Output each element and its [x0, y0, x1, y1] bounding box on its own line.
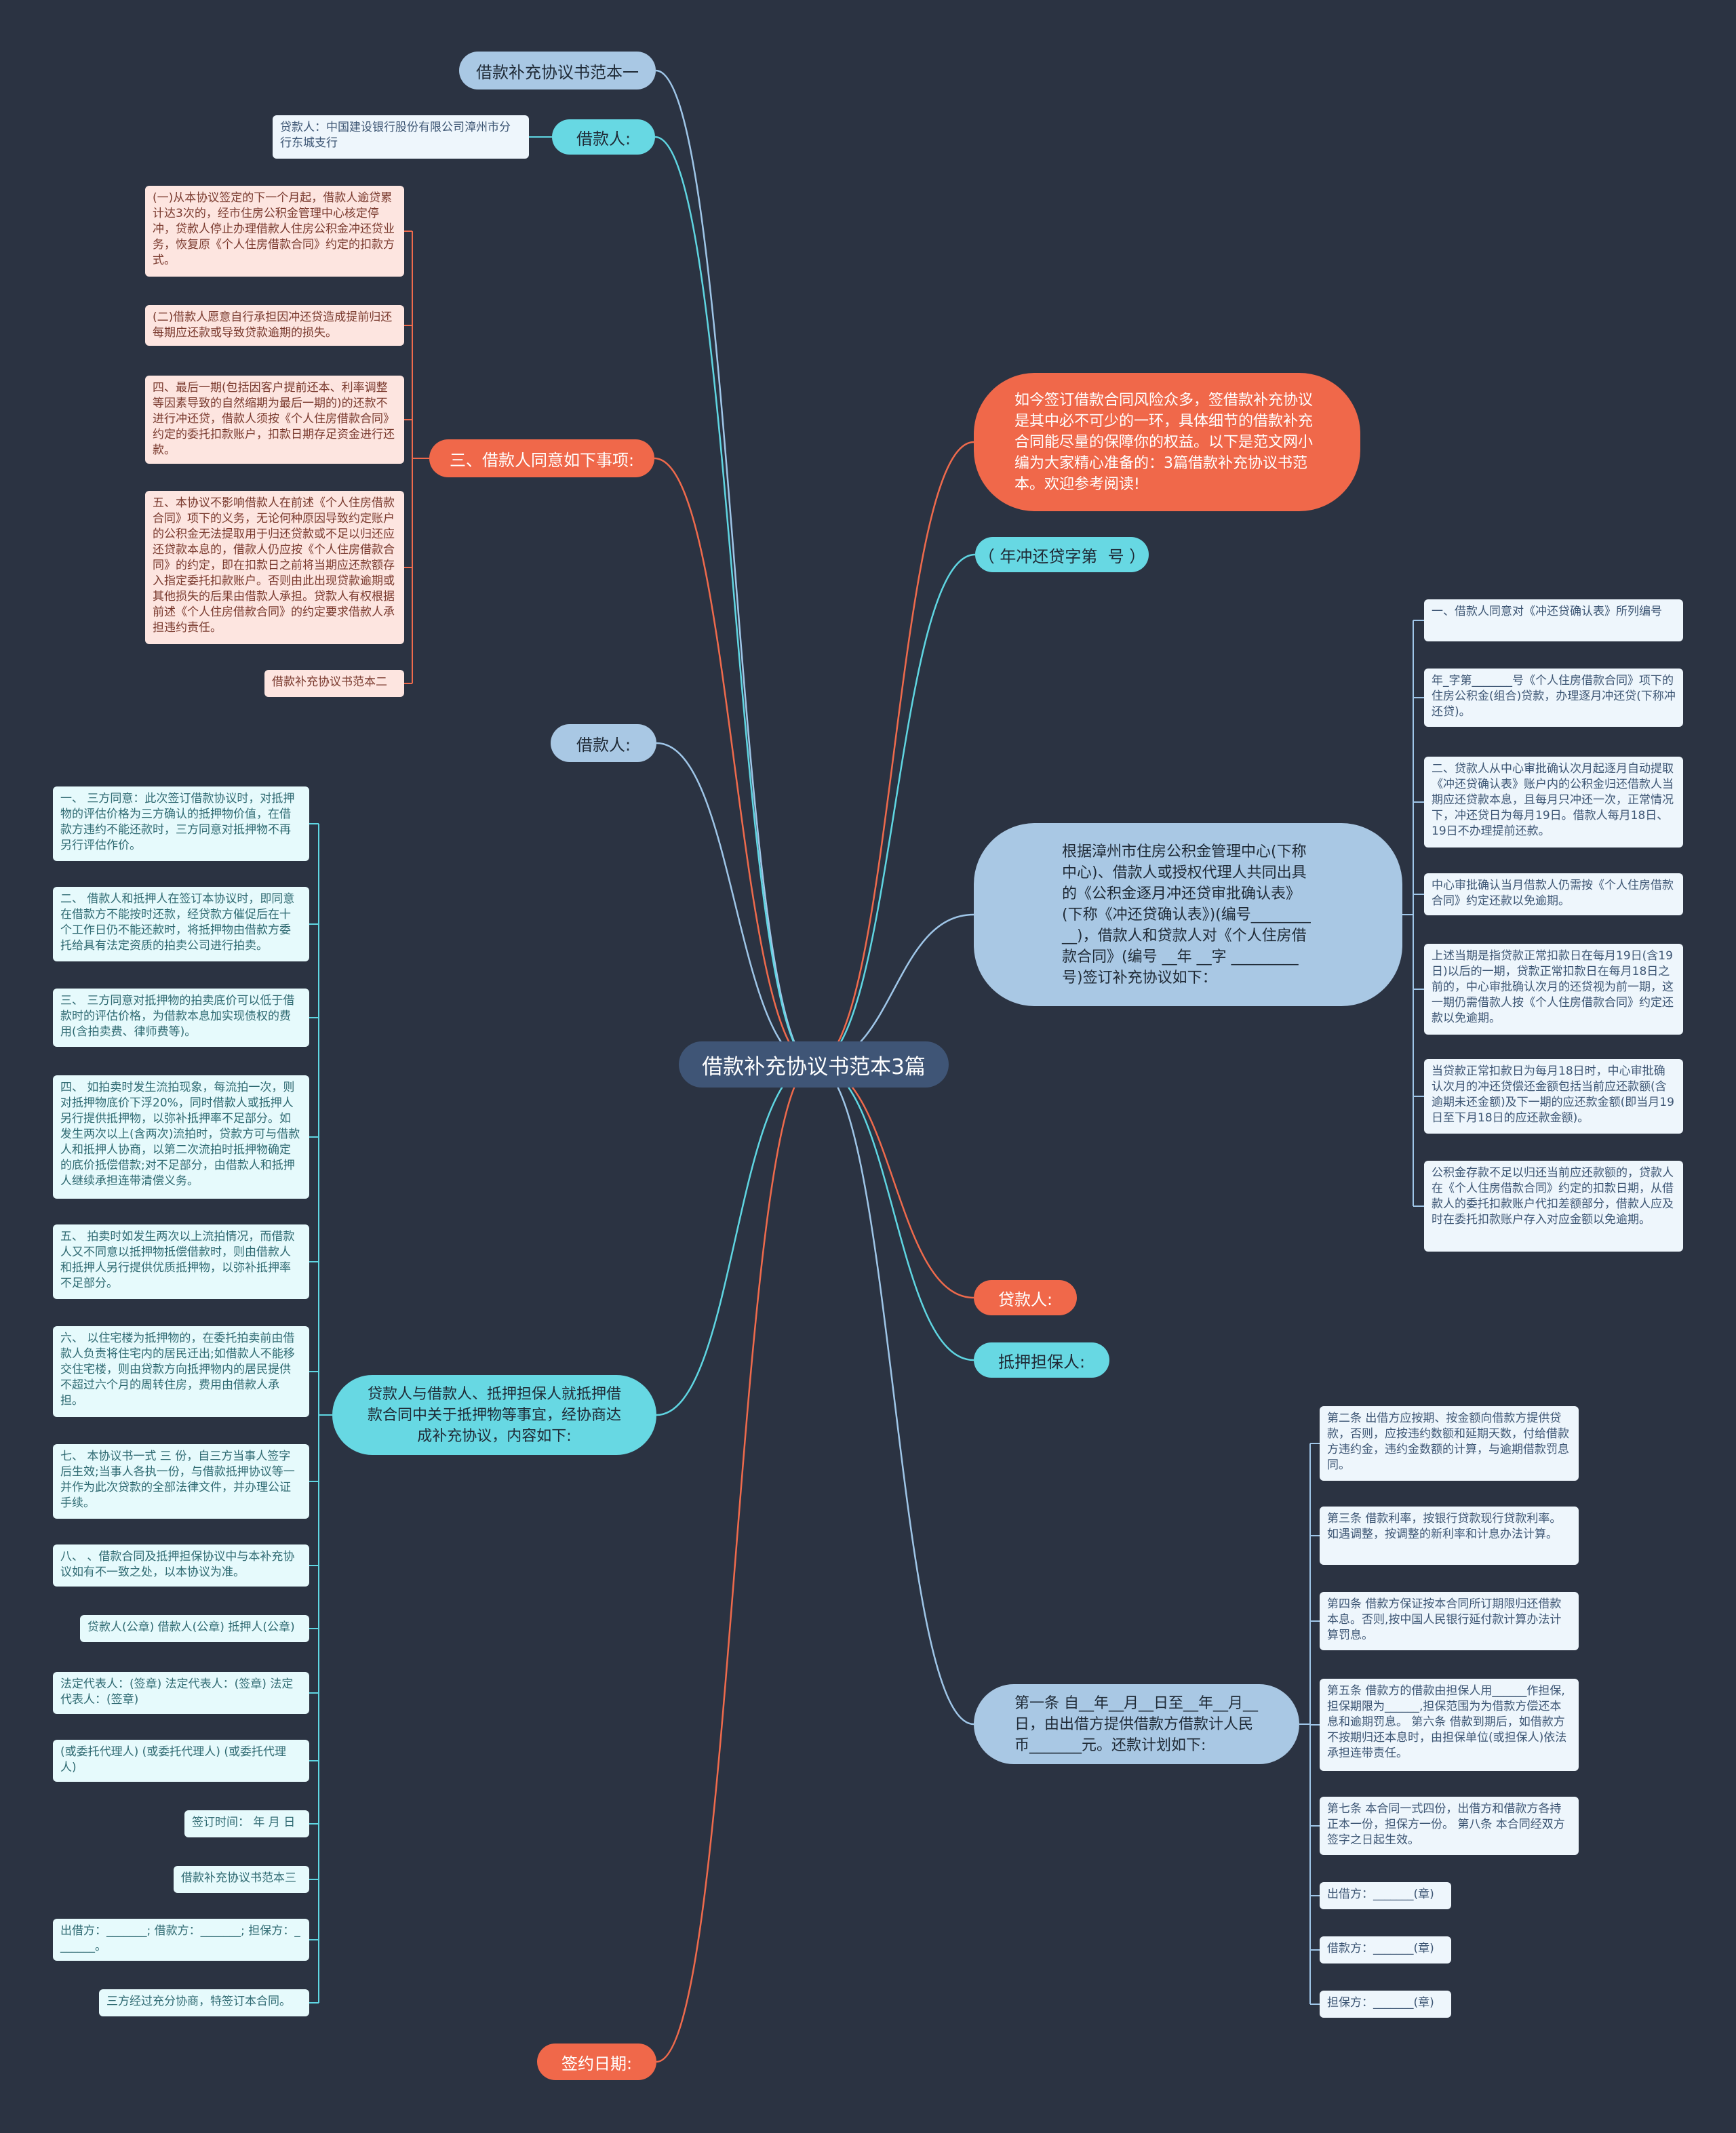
note-mortgage-11: (或委托代理人) (或委托代理人) (或委托代理人) — [53, 1740, 309, 1782]
link-lender — [813, 1063, 974, 1299]
note-mortgage-8: 八、 、借款合同及抵押担保协议中与本补充协议如有不一致之处，以本协议为准。 — [53, 1544, 309, 1587]
note-article-7: 借款方：_______(章) — [1320, 1936, 1451, 1963]
note-basis-3: 二、贷款人从中心审批确认次月起逐月自动提取《冲还贷确认表》账户内的公积金归还借款… — [1424, 757, 1683, 848]
central-topic[interactable]: 借款补充协议书范本3篇 — [679, 1041, 949, 1088]
link-intro — [813, 441, 974, 1066]
note-lender-bank: 贷款人：中国建设银行股份有限公司漳州市分行东城支行 — [273, 115, 529, 159]
note-orange-1: (一)从本协议签定的下一个月起，借款人逾贷累计达3次的，经市住房公积金管理中心核… — [145, 186, 404, 277]
link-borrower-2 — [656, 742, 814, 1066]
note-article-8: 担保方：_______(章) — [1320, 1991, 1451, 2018]
link-borrower-agrees — [654, 457, 814, 1066]
note-orange-5: 借款补充协议书范本二 — [264, 670, 404, 697]
note-article-6: 出借方：_______(章) — [1320, 1882, 1451, 1909]
branch-article-one[interactable]: 第一条 自__年__月__日至__年__月__日，由出借方提供借款方借款计人民币… — [974, 1684, 1299, 1764]
note-mortgage-12: 签订时间： 年 月 日 — [184, 1810, 309, 1837]
note-mortgage-9: 贷款人(公章) 借款人(公章) 抵押人(公章) — [80, 1615, 309, 1642]
note-basis-4: 中心审批确认当月借款人仍需按《个人住房借款合同》约定还款以免逾期。 — [1424, 873, 1683, 915]
link-article-one — [813, 1063, 974, 1726]
note-article-1: 第二条 出借方应按期、按金额向借款方提供贷款，否则，应按违约数额和延期天数，付给… — [1320, 1406, 1579, 1481]
note-mortgage-15: 三方经过充分协商，特签订本合同。 — [99, 1989, 309, 2016]
note-orange-2: (二)借款人愿意自行承担因冲还贷造成提前归还每期应还款或导致贷款逾期的损失。 — [145, 305, 404, 346]
note-mortgage-4: 四、 如拍卖时发生流拍现象，每流拍一次，则对抵押物底价下浮20%，同时借款人或抵… — [53, 1075, 309, 1199]
note-mortgage-3: 三、 三方同意对抵押物的拍卖底价可以低于借款时的评估价格，为借款本息加实现债权的… — [53, 989, 309, 1047]
note-mortgage-14: 出借方：_______; 借款方：_______; 担保方：_______。 — [53, 1919, 309, 1961]
note-mortgage-7: 七、 本协议书一式 三 份，自三方当事人签字后生效;当事人各执一份，与借款抵押协… — [53, 1444, 309, 1519]
link-repayment-no — [813, 553, 976, 1066]
note-mortgage-6: 六、 以住宅楼为抵押物的，在委托拍卖前由借款人负责将住宅内的居民迁出;如借款人不… — [53, 1326, 309, 1417]
branch-repayment-no[interactable]: （ 年冲还贷字第 号 ） — [975, 537, 1149, 572]
link-signing-date — [656, 1063, 814, 2063]
note-orange-3: 四、最后一期(包括因客户提前还本、利率调整等因素导致的自然缩期为最后一期的)的还… — [145, 376, 404, 464]
note-basis-5: 上述当期是指贷款正常扣款日在每月19日(含19日)以后的一期，贷款正常扣款日在每… — [1424, 944, 1683, 1035]
branch-basis[interactable]: 根据漳州市住房公积金管理中心(下称中心)、借款人或授权代理人共同出具的《公积金逐… — [974, 823, 1402, 1006]
note-basis-1: 一、借款人同意对《冲还贷确认表》所列编号 — [1424, 599, 1683, 641]
branch-guarantor[interactable]: 抵押担保人: — [974, 1342, 1109, 1378]
branch-borrower-1[interactable]: 借款人: — [552, 119, 655, 155]
branch-borrower-2[interactable]: 借款人: — [551, 724, 656, 762]
note-mortgage-10: 法定代表人：(签章) 法定代表人：(签章) 法定代表人：(签章) — [53, 1672, 309, 1714]
branch-borrower-agrees[interactable]: 三、借款人同意如下事项: — [429, 439, 654, 477]
link-guarantor — [813, 1063, 974, 1361]
note-mortgage-1: 一、 三方同意：此次签订借款协议时，对抵押物的评估价格为三方确认的抵押物价值，在… — [53, 786, 309, 861]
note-article-4: 第五条 借款方的借款由担保人用______作担保,担保期限为______,担保范… — [1320, 1679, 1579, 1771]
link-mortgage — [656, 1063, 814, 1416]
note-basis-6: 当贷款正常扣款日为每月18日时，中心审批确认次月的冲还贷偿还金额包括当前应还款额… — [1424, 1059, 1683, 1134]
note-mortgage-5: 五、 拍卖时如发生两次以上流拍情况，而借款人又不同意以抵押物抵偿借款时，则由借款… — [53, 1224, 309, 1299]
note-article-2: 第三条 借款利率，按银行贷款现行贷款利率。如遇调整，按调整的新利率和计息办法计算… — [1320, 1507, 1579, 1565]
link-borrower-1 — [654, 136, 814, 1066]
branch-intro[interactable]: 如今签订借款合同风险众多，签借款补充协议是其中必不可少的一环，具体细节的借款补充… — [974, 373, 1360, 511]
note-basis-7: 公积金存款不足以归还当前应还款额的，贷款人在《个人住房借款合同》约定的扣款日期，… — [1424, 1161, 1683, 1252]
note-basis-2: 年_字第_______号《个人住房借款合同》项下的住房公积金(组合)贷款，办理逐… — [1424, 669, 1683, 727]
note-article-3: 第四条 借款方保证按本合同所订期限归还借款本息。否则,按中国人民银行延付款计算办… — [1320, 1592, 1579, 1650]
branch-mortgage-agreement[interactable]: 贷款人与借款人、抵押担保人就抵押借款合同中关于抵押物等事宜，经协商达成补充协议，… — [332, 1375, 656, 1455]
branch-signing-date[interactable]: 签约日期: — [537, 2044, 656, 2080]
branch-template-one[interactable]: 借款补充协议书范本一 — [459, 52, 656, 89]
link-template-one — [655, 69, 814, 1066]
note-orange-4: 五、本协议不影响借款人在前述《个人住房借款合同》项下的义务，无论何种原因导致约定… — [145, 491, 404, 644]
note-mortgage-13: 借款补充协议书范本三 — [174, 1866, 309, 1893]
branch-lender[interactable]: 贷款人: — [974, 1280, 1077, 1315]
note-mortgage-2: 二、 借款人和抵押人在签订本协议时，即同意在借款方不能按时还款，经贷款方催促后在… — [53, 887, 309, 961]
note-article-5: 第七条 本合同一式四份，出借方和借款方各持正本一份，担保方一份。 第八条 本合同… — [1320, 1797, 1579, 1855]
